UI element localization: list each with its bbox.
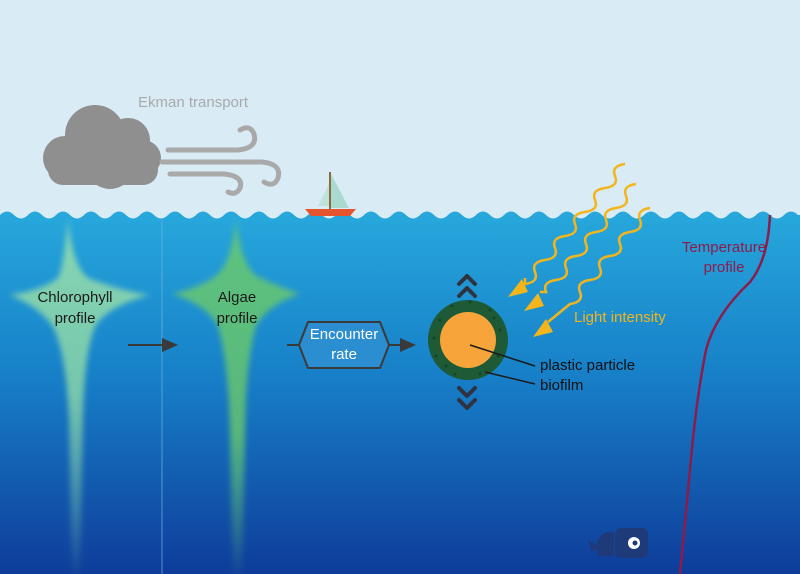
chevron-down-icon xyxy=(457,386,477,410)
encounter-rate-label: Encounter rate xyxy=(310,325,378,365)
light-intensity-label: Light intensity xyxy=(574,309,666,326)
ekman-transport-label: Ekman transport xyxy=(138,94,249,111)
biofilm-texture xyxy=(432,300,502,376)
temperature-label-line1: Temperature xyxy=(681,239,767,256)
biofilm-leader xyxy=(484,371,536,385)
arrow-encounter-to-particle xyxy=(389,338,416,352)
biofilm-label: biofilm xyxy=(540,377,584,394)
algae-label-line2: profile xyxy=(216,310,258,327)
chlorophyll-label-line1: Chlorophyll xyxy=(37,289,113,306)
temperature-profile xyxy=(678,214,772,574)
sun-ray-icon xyxy=(523,162,651,323)
arrow-chl-to-algae xyxy=(128,338,178,352)
chlorophyll-label: Chlorophyll profile xyxy=(37,287,112,329)
algae-label: Algae profile xyxy=(217,287,258,329)
sky xyxy=(0,0,800,220)
plastic-particle xyxy=(440,312,496,368)
encounter-label-line2: rate xyxy=(331,346,357,363)
whale-logo-icon xyxy=(588,528,648,558)
chlorophyll-profile xyxy=(10,218,150,574)
plastic-leader xyxy=(469,344,536,367)
temperature-label-line2: profile xyxy=(703,259,745,276)
wind-icon xyxy=(159,125,282,196)
algae-profile xyxy=(172,218,300,574)
sea xyxy=(0,211,800,574)
chlorophyll-label-line2: profile xyxy=(54,310,96,327)
cloud-icon xyxy=(43,105,161,189)
chevron-up-icon xyxy=(457,274,477,298)
sailboat-icon xyxy=(305,172,356,216)
algae-label-line1: Algae xyxy=(217,289,257,306)
encounter-label-line1: Encounter xyxy=(309,326,379,343)
temperature-label: Temperature profile xyxy=(682,238,766,278)
light-arrowheads xyxy=(508,279,553,337)
plastic-particle-label: plastic particle xyxy=(540,357,636,374)
